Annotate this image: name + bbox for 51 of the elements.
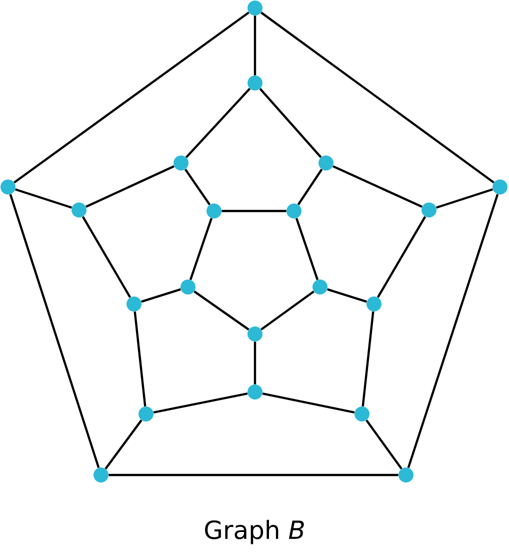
vertex-dot [126, 296, 142, 312]
vertex-dot [492, 180, 508, 194]
edge-line [297, 168, 323, 206]
edge-line [436, 188, 493, 209]
edge-line [260, 290, 314, 330]
vertex-dot [174, 156, 188, 170]
edge-line [14, 188, 72, 209]
vertex-dot [366, 296, 382, 312]
vertex-dot [248, 76, 262, 90]
caption: Graph B [205, 520, 304, 544]
vertex-dot [0, 180, 16, 194]
edge-line [141, 288, 181, 303]
edge-line [254, 342, 256, 384]
edge-line [104, 420, 142, 470]
edge-line [362, 312, 374, 406]
edge-line [108, 474, 398, 476]
edge-line [407, 194, 499, 468]
edge-line [189, 218, 213, 280]
edge-line [366, 420, 402, 470]
vertex-dot [286, 204, 302, 218]
edge-line [222, 210, 286, 212]
vertex-dot [318, 156, 334, 170]
vertex-dot [138, 406, 154, 422]
edge-line [194, 290, 250, 330]
edge-line [82, 216, 132, 298]
edge-line [14, 12, 250, 184]
edge-line [134, 312, 146, 406]
edge-line [327, 288, 367, 303]
edge-line [184, 168, 211, 206]
edge-line [254, 16, 256, 76]
edge-line [86, 165, 174, 208]
vertex-dot [398, 468, 414, 482]
edge-line [153, 392, 248, 414]
edge-line [376, 216, 426, 298]
edge-line [332, 165, 422, 208]
vertex-dot [72, 202, 86, 218]
edge-line [295, 218, 319, 280]
vertex-dot [422, 202, 436, 218]
edge-line [185, 88, 251, 158]
vertex-dot [354, 406, 370, 422]
edge-line [9, 194, 100, 468]
edge-line [262, 392, 355, 414]
vertex-dot [206, 204, 222, 218]
edge-line [260, 12, 494, 184]
vertex-dot [248, 0, 262, 16]
vertex-dot [312, 280, 328, 294]
edge-line [259, 88, 322, 158]
vertex-dot [248, 326, 262, 342]
vertex-dot [248, 384, 262, 400]
vertex-dot [94, 468, 108, 482]
vertex-dot [180, 280, 196, 294]
